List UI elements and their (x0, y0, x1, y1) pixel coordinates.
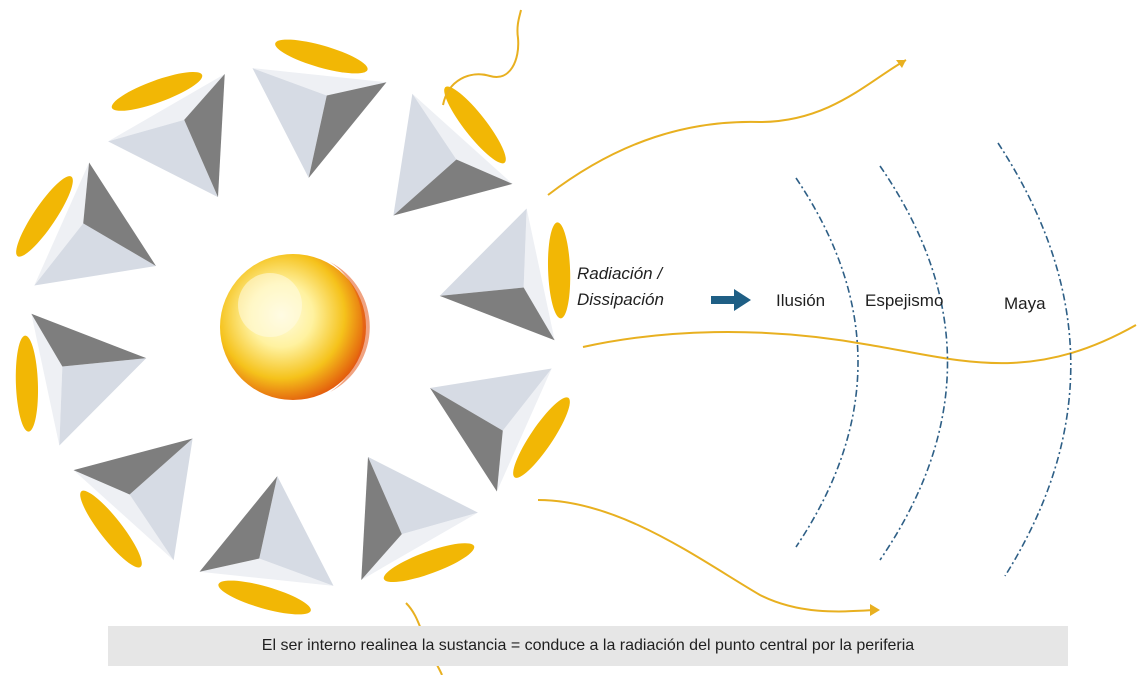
ray-upper (547, 59, 907, 196)
golden-petal-icon (275, 39, 368, 74)
pyramid-face-dark (184, 74, 225, 198)
label-radiation-line2: Dissipación (577, 290, 664, 309)
pyramid-face-dark (83, 162, 156, 266)
pyramid-face-light (108, 119, 218, 198)
right-arrow-icon (711, 289, 751, 311)
label-maya: Maya (1004, 294, 1046, 313)
pyramid-face-light (34, 223, 156, 286)
arc-glamour (879, 165, 949, 561)
pyramid-icon (361, 456, 478, 580)
pyramid-face-base (31, 313, 63, 446)
pyramid-icon (430, 368, 552, 492)
sun-highlight (238, 273, 302, 337)
pyramid-face-base (34, 162, 90, 286)
pyramid-face-base (496, 368, 552, 492)
pyramid-face-dark (308, 82, 387, 178)
golden-petal-icon (15, 335, 39, 432)
sun (220, 254, 370, 400)
pyramid-face-base (108, 74, 225, 142)
label-illusion: Ilusión (776, 291, 826, 310)
arrowhead-lower-icon (870, 604, 880, 616)
pyramid-icon (34, 162, 156, 286)
arc-layer (795, 142, 1072, 577)
ray-middle (582, 324, 1137, 365)
pyramid-face-dark (73, 438, 193, 495)
pyramid-icon (439, 208, 555, 341)
arc-maya (997, 142, 1072, 577)
pyramid-face-dark (439, 287, 555, 341)
arrow-heads (870, 60, 906, 616)
pyramid-face-light (252, 68, 327, 178)
golden-petal-icon (444, 86, 506, 164)
pyramid-icon (108, 74, 225, 198)
pyramid-face-light (393, 93, 457, 216)
caption-text: El ser interno realinea la sustancia = c… (261, 637, 915, 654)
pyramid-icon (31, 313, 147, 446)
golden-petal-icon (16, 176, 73, 257)
pyramid-icon (199, 476, 334, 586)
pyramid-icon (252, 68, 387, 178)
golden-petal-icon (383, 543, 475, 583)
pyramid-face-light (430, 368, 552, 431)
pyramid-face-light (129, 438, 193, 561)
label-radiation-line1: Radiación / (577, 264, 663, 283)
pyramid-face-light (368, 456, 478, 535)
pyramid-face-dark (393, 159, 513, 216)
arrowhead-upper-icon (896, 60, 906, 68)
pyramid-face-dark (430, 388, 503, 492)
golden-petal-icon (80, 490, 142, 568)
sun-shadow (330, 262, 370, 392)
pyramid-icon (393, 93, 513, 216)
golden-petal-icon (513, 397, 570, 478)
pyramid-face-light (439, 208, 527, 296)
arc-illusion (795, 177, 859, 548)
golden-petal-icon (111, 71, 203, 111)
pyramid-face-dark (199, 476, 278, 572)
caption-bar: El ser interno realinea la sustancia = c… (108, 626, 1068, 666)
pyramid-face-base (73, 470, 174, 561)
pyramid-face-base (199, 558, 334, 586)
ray-squiggle-top (442, 9, 522, 106)
pyramid-face-dark (31, 313, 147, 367)
golden-petal-icon (547, 222, 571, 319)
golden-petal-icon (218, 580, 311, 615)
pyramid-face-base (252, 68, 387, 96)
pyramid-face-base (523, 208, 555, 341)
pyramid-layer (31, 68, 555, 586)
ray-layer (405, 9, 1137, 675)
pyramid-face-light (59, 358, 147, 446)
pyramid-face-base (361, 512, 478, 580)
label-glamour: Espejismo (865, 291, 944, 310)
pyramid-face-base (412, 93, 513, 184)
pyramid-icon (73, 438, 193, 561)
ray-lower (537, 499, 876, 613)
petal-layer (15, 39, 571, 615)
pyramid-face-light (259, 476, 334, 586)
pyramid-face-dark (361, 456, 402, 580)
